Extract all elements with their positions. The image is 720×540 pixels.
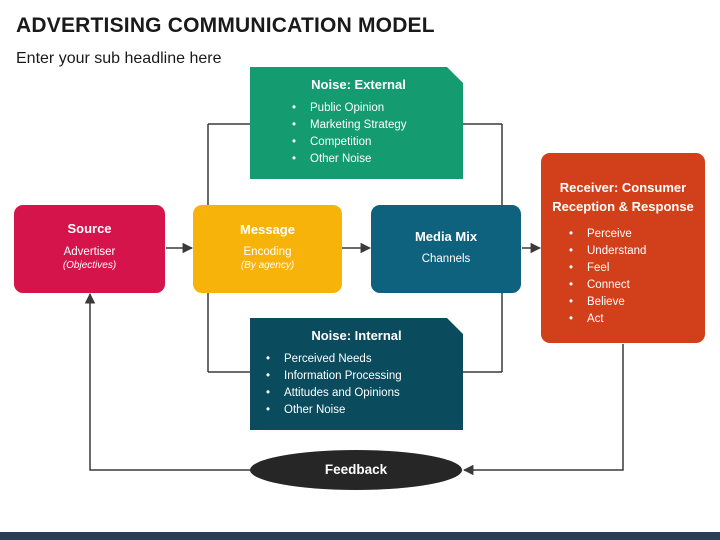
list-item: Marketing Strategy — [286, 117, 451, 134]
list-item: Understand — [563, 243, 699, 260]
message-box: Message Encoding (By agency) — [193, 205, 342, 293]
source-box: Source Advertiser (Objectives) — [14, 205, 165, 293]
list-item: Other Noise — [260, 402, 453, 419]
list-item: Act — [563, 311, 699, 328]
receiver-title: Receiver: Consumer Reception & Response — [552, 180, 694, 214]
media-mix-title: Media Mix — [414, 229, 478, 244]
list-item: Perceive — [563, 226, 699, 243]
source-title: Source — [67, 221, 112, 236]
list-item: Competition — [286, 134, 451, 151]
list-item: Other Noise — [286, 151, 451, 168]
source-line2: (Objectives) — [62, 260, 117, 271]
list-item: Believe — [563, 294, 699, 311]
message-line1: Encoding — [243, 246, 292, 258]
receiver-list: Perceive Understand Feel Connect Believe… — [547, 226, 699, 328]
arrow-feedback-to-source — [84, 292, 250, 471]
message-line2: (By agency) — [240, 260, 295, 271]
list-item: Perceived Needs — [260, 351, 453, 368]
noise-internal-box: Noise: Internal Perceived Needs Informat… — [250, 318, 463, 430]
list-item: Public Opinion — [286, 100, 451, 117]
arrow-receiver-to-feedback — [462, 344, 624, 476]
list-item: Feel — [563, 260, 699, 277]
list-item: Attitudes and Opinions — [260, 385, 453, 402]
footer-bar — [0, 532, 720, 540]
page-title: ADVERTISING COMMUNICATION MODEL — [16, 14, 435, 37]
noise-external-box: Noise: External Public Opinion Marketing… — [250, 67, 463, 179]
noise-internal-list: Perceived Needs Information Processing A… — [260, 351, 453, 419]
message-title: Message — [240, 222, 295, 237]
receiver-box: Receiver: Consumer Reception & Response … — [541, 153, 705, 343]
noise-internal-title: Noise: Internal — [311, 328, 402, 343]
page-subtitle: Enter your sub headline here — [16, 50, 222, 67]
source-line1: Advertiser — [63, 246, 116, 258]
media-mix-line1: Channels — [421, 253, 471, 265]
feedback-ellipse: Feedback — [250, 450, 462, 490]
feedback-label: Feedback — [324, 462, 388, 477]
noise-external-list: Public Opinion Marketing Strategy Compet… — [266, 100, 451, 168]
list-item: Information Processing — [260, 368, 453, 385]
media-mix-box: Media Mix Channels — [371, 205, 521, 293]
list-item: Connect — [563, 277, 699, 294]
noise-external-title: Noise: External — [311, 77, 406, 92]
